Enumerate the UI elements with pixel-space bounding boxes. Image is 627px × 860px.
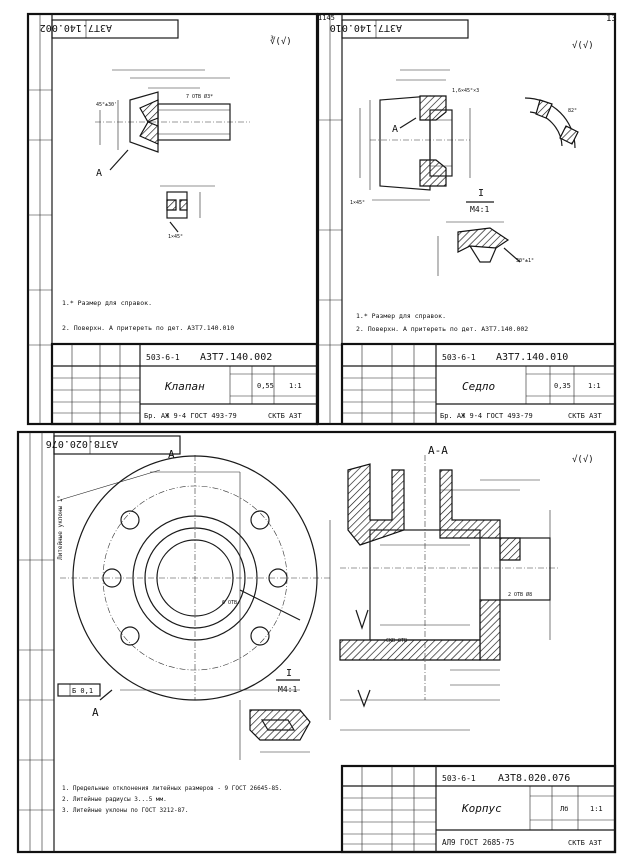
- section-a-a: А-А СКВ ОТВ 2 ОТВ Ø8: [329, 444, 560, 731]
- bottom-detail-scale: M4:1: [278, 685, 297, 694]
- bottom-detail-mark: I: [286, 668, 292, 679]
- right-title-mass: 0,35: [554, 382, 571, 390]
- right-title-code: 503-6-1: [442, 353, 476, 362]
- bottom-title-code: 503-6-1: [442, 774, 476, 783]
- left-sheet-side-strips: [28, 14, 52, 424]
- tolerance-frame-value: Б 0,1: [72, 687, 93, 695]
- bottom-title-material: АЛ9 ГОСТ 2685-75: [442, 838, 514, 847]
- left-title-code: 503-6-1: [146, 353, 180, 362]
- svg-text:1,6×45°×3: 1,6×45°×3: [452, 88, 479, 94]
- right-sheet: А3Т7.140.010 √(√) А 1,6×45°×3 1×45°: [316, 12, 617, 426]
- bottom-side-note: Литейные уклоны 1°: [57, 495, 64, 560]
- right-sheet-side-strips: [318, 14, 342, 424]
- bottom-sheet-side-strips: [18, 432, 54, 852]
- bottom-note-2: 2. Литейные радиусы 3...5 мм.: [62, 796, 167, 803]
- left-sheet: А3Т7.140.002 ∛(√) А 7 ОТВ Ø3* 45°±30': [26, 12, 319, 426]
- bottom-view-label: А: [168, 448, 175, 461]
- right-section-mark: I: [478, 188, 484, 199]
- valve-drawing: А 7 ОТВ Ø3* 45°±30' 1×45°: [95, 69, 250, 240]
- svg-text:6 ОТВ.: 6 ОТВ.: [222, 600, 240, 606]
- left-title-mass: 0,55: [257, 382, 274, 390]
- bottom-sheet-stamp: А3Т8.020.076: [46, 438, 118, 449]
- left-title-material: Бр. АЖ 9-4 ГОСТ 493-79: [144, 412, 237, 420]
- bottom-title-block: 503-6-1 А3Т8.020.076 Корпус Лб 1:1 АЛ9 Г…: [340, 764, 617, 854]
- svg-text:А: А: [392, 124, 398, 135]
- left-title-block: 503-6-1 А3Т7.140.002 Клапан 0,55 1:1 Бр.…: [50, 342, 319, 426]
- flange-plan-view: А 6 ОТВ. А Б 0,1: [57, 448, 330, 760]
- svg-text:А: А: [92, 706, 99, 719]
- right-sheet-stamp: А3Т7.140.010: [330, 22, 402, 33]
- bottom-sheet-roughness: √(√): [572, 454, 594, 465]
- bottom-title-name: Корпус: [461, 802, 502, 815]
- bottom-note-1: 1. Предельные отклонения литейных размер…: [62, 785, 282, 792]
- svg-text:45°±30': 45°±30': [96, 102, 117, 108]
- bottom-section-label: А-А: [428, 444, 448, 457]
- sheet-top-marker: 1145: [318, 14, 335, 22]
- right-title-org: СКТБ АЗТ: [568, 412, 603, 420]
- right-title-block: 503-6-1 А3Т7.140.010 Седло 0,35 1:1 Бр. …: [340, 342, 617, 426]
- left-sheet-stamp: А3Т7.140.002: [40, 22, 112, 33]
- left-sheet-note-1: 1.* Размер для справок.: [62, 299, 152, 307]
- right-sheet-note-2: 2. Поверхн. А притереть по дет. А3Т7.140…: [356, 325, 528, 333]
- left-title-scale: 1:1: [289, 382, 302, 390]
- left-title-name: Клапан: [164, 380, 205, 393]
- right-sheet-roughness: √(√): [572, 40, 594, 51]
- sheet-corner-number: 13: [606, 14, 617, 24]
- right-title-scale: 1:1: [588, 382, 601, 390]
- svg-text:2 ОТВ Ø8: 2 ОТВ Ø8: [508, 591, 532, 598]
- seat-drawing: А 1,6×45°×3 1×45° 82° I M4:1 30°±1°: [350, 69, 579, 276]
- bottom-title-designation: А3Т8.020.076: [498, 773, 570, 784]
- svg-text:82°: 82°: [568, 108, 577, 114]
- bottom-title-litera: Лб: [560, 805, 568, 813]
- svg-text:1×45°: 1×45°: [350, 200, 365, 206]
- svg-text:30°±1°: 30°±1°: [516, 258, 534, 264]
- bottom-sheet: А3Т8.020.076 √(√) Литейные уклоны 1° А 6…: [16, 430, 617, 854]
- svg-text:А: А: [96, 168, 102, 179]
- left-sheet-roughness: ∛(√): [270, 35, 292, 47]
- tolerance-frame: Б 0,1: [57, 683, 101, 697]
- right-title-material: Бр. АЖ 9-4 ГОСТ 493-79: [440, 412, 533, 420]
- left-sheet-note-2: 2. Поверхн. А притереть по дет. А3Т7.140…: [62, 324, 234, 332]
- bottom-title-scale: 1:1: [590, 805, 603, 813]
- left-title-designation: А3Т7.140.002: [200, 352, 272, 363]
- right-title-designation: А3Т7.140.010: [496, 352, 568, 363]
- svg-text:7 ОТВ Ø3*: 7 ОТВ Ø3*: [186, 93, 213, 100]
- right-sheet-note-1: 1.* Размер для справок.: [356, 312, 446, 320]
- svg-text:1×45°: 1×45°: [168, 234, 183, 240]
- right-section-scale: M4:1: [470, 205, 489, 214]
- right-title-name: Седло: [462, 380, 495, 393]
- bottom-note-3: 3. Литейные уклоны по ГОСТ 3212-87.: [62, 807, 188, 814]
- left-title-org: СКТБ АЗТ: [268, 412, 303, 420]
- bottom-title-org: СКТБ АЗТ: [568, 839, 603, 847]
- svg-text:СКВ ОТВ: СКВ ОТВ: [386, 638, 407, 644]
